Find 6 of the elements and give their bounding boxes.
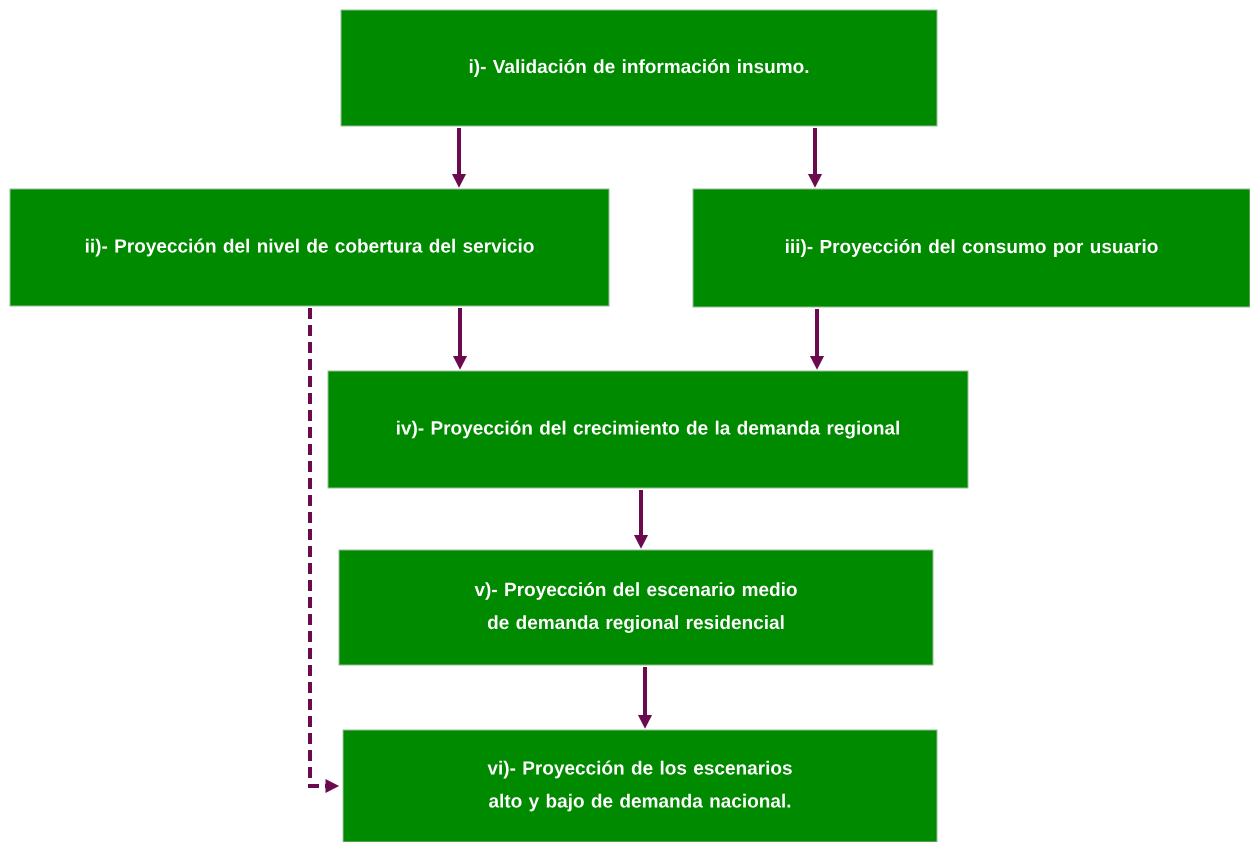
process-box: iv)- Proyección del crecimiento de la demanda regional: [327, 370, 969, 489]
process-box: ii)- Proyección del nivel de cobertura del servicio: [9, 188, 610, 307]
process-box: i)- Validación de información insumo.: [340, 9, 938, 127]
process-box: v)- Proyección del escenario medio de demanda regional residencial: [338, 549, 934, 666]
process-box: iii)- Proyección del consumo por usuario: [692, 188, 1250, 308]
process-box: vi)- Proyección de los escenarios alto y bajo de demanda nacional.: [342, 729, 938, 842]
